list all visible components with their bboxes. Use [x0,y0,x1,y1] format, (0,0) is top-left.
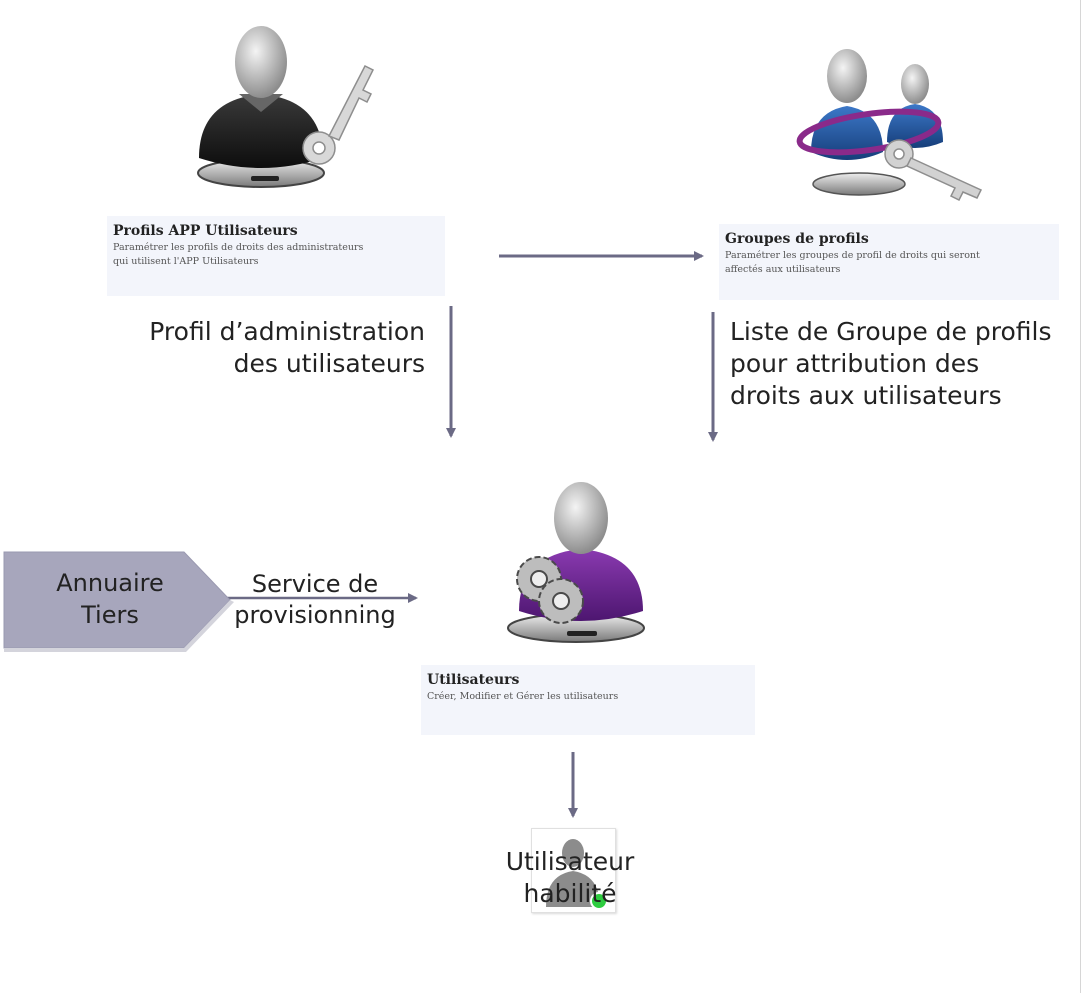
user-gears-icon [421,463,755,663]
card-title: Profils APP Utilisateurs [113,223,298,239]
card-description-line: affectés aux utilisateurs [725,264,841,275]
label-line: Profil d’administration [149,317,425,346]
annuaire-label-line: Tiers [81,601,139,629]
user-group-key-icon [719,12,1059,212]
label-profil-administration: Profil d’administration des utilisateurs [95,316,425,380]
card-utilisateurs[interactable]: Utilisateurs Créer, Modifier et Gérer le… [421,463,755,735]
label-line: Liste de Groupe de profils [730,317,1052,346]
label-line: des utilisateurs [233,349,425,378]
label-line: Utilisateur [505,847,635,876]
card-title: Utilisateurs [427,672,520,688]
admin-user-key-icon [107,8,445,208]
label-liste-groupes-profils: Liste de Groupe de profils pour attribut… [730,316,1083,412]
card-caption: Profils APP Utilisateurs Paramétrer les … [107,216,445,296]
card-description-line: Paramétrer les groupes de profil de droi… [725,250,980,261]
user-online-avatar-icon [531,828,616,913]
card-groupes-de-profils[interactable]: Groupes de profils Paramétrer les groupe… [719,12,1059,300]
annuaire-tiers-label: Annuaire Tiers [10,567,210,631]
label-service-provisionning: Service de provisionning [215,569,415,631]
card-title: Groupes de profils [725,231,869,247]
label-line: provisionning [234,601,396,629]
card-description-line: Créer, Modifier et Gérer les utilisateur… [427,691,619,702]
card-caption: Utilisateurs Créer, Modifier et Gérer le… [421,665,755,735]
card-caption: Groupes de profils Paramétrer les groupe… [719,224,1059,300]
card-description-line: qui utilisent l'APP Utilisateurs [113,256,259,267]
label-line: habilité [523,879,617,908]
card-description-line: Paramétrer les profils de droits des adm… [113,242,364,253]
label-line: Service de [251,570,379,598]
label-line: pour attribution des [730,349,980,378]
label-line: droits aux utilisateurs [730,381,1002,410]
card-profils-app-utilisateurs[interactable]: Profils APP Utilisateurs Paramétrer les … [107,8,445,296]
page-right-border [1080,0,1081,993]
annuaire-label-line: Annuaire [56,569,164,597]
label-utilisateur-habilite: Utilisateur habilité [470,846,670,910]
